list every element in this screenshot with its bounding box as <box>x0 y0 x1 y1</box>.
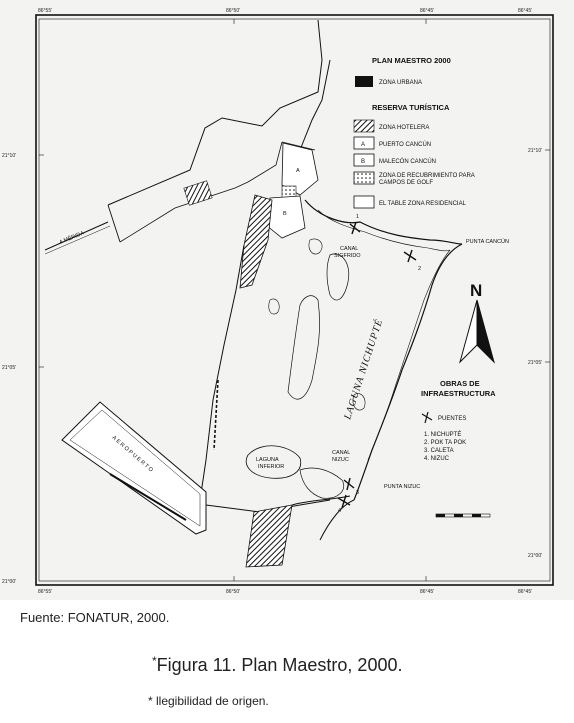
legend-residencial-swatch <box>353 195 375 209</box>
figure-caption: *Figura 11. Plan Maestro, 2000. <box>152 654 402 676</box>
lagoon-island-3 <box>308 238 323 255</box>
road-merida <box>44 221 109 251</box>
urban-boundary <box>107 19 323 206</box>
legend-malecon-label: MALECÓN CANCÚN <box>379 158 436 165</box>
coord-bottom-3: 86°45' <box>420 589 434 595</box>
puente-1: 1. NICHUPTÉ <box>424 431 461 438</box>
puente-3: 3. CALETA <box>424 448 454 454</box>
lagoon-island-5 <box>352 393 366 411</box>
road-merida-label: A MÉRIDA <box>58 229 85 245</box>
punta-nizuc-label: PUNTA NIZUC <box>384 484 420 490</box>
urban-hatched-block <box>183 180 213 206</box>
figure-title: Figura 11. Plan Maestro, 2000. <box>156 655 403 675</box>
legend-hotel-swatch <box>353 119 375 133</box>
canal-sigfrido-label-1: CANAL <box>340 246 358 252</box>
legend-malecon-swatch <box>353 153 375 167</box>
zone-b-label: B <box>283 211 287 217</box>
legend-hotel-label: ZONA HOTELERA <box>379 125 429 131</box>
source-caption: Fuente: FONATUR, 2000. <box>20 610 170 625</box>
scale-bar <box>435 513 491 518</box>
legend-puerto-label: PUERTO CANCÚN <box>379 141 431 148</box>
hotel-zone-island-inner <box>317 209 451 461</box>
map-frame-inner <box>38 18 551 582</box>
canal-nizuc-label-2: NIZUC <box>332 457 349 463</box>
figure-asterisk: * <box>152 654 157 668</box>
south-lagoon-bay <box>299 467 345 499</box>
puentes-symbol <box>421 411 433 424</box>
obras-title-1: OBRAS DE <box>440 379 480 388</box>
puente-2: 2. POK TA POK <box>424 440 466 446</box>
coord-top-1: 86°55' <box>38 8 52 14</box>
bridge-number-3: 3 <box>356 490 359 496</box>
coord-top-4: 86°45' <box>518 8 532 14</box>
runway <box>109 473 187 521</box>
airport-area <box>61 401 207 535</box>
laguna-nichupte-label: LAGUNA NICHUPTÉ <box>341 317 385 422</box>
coord-bottom-4: 86°45' <box>518 589 532 595</box>
road-merida-edge <box>44 225 111 255</box>
obras-title-2: INFRAESTRUCTURA <box>421 389 496 398</box>
coord-right-2: 21°05' <box>528 360 542 366</box>
legend-malecon-symbol: B <box>361 159 365 165</box>
north-coast <box>299 59 331 151</box>
bridge-number-2: 2 <box>418 266 421 272</box>
north-arrow: N <box>459 281 495 364</box>
laguna-inferior-outline <box>245 445 302 479</box>
coord-bottom-2: 86°50' <box>226 589 240 595</box>
coord-top-3: 86°45' <box>420 8 434 14</box>
zone-a-area <box>281 142 319 196</box>
north-label: N <box>470 281 482 300</box>
legend-puerto-swatch <box>353 136 375 150</box>
puentes-label: PUENTES <box>438 416 466 422</box>
legend-title: PLAN MAESTRO 2000 <box>372 56 451 65</box>
puente-4: 4. NIZUC <box>424 456 450 462</box>
coord-right-1: 21°10' <box>528 148 542 154</box>
coastal-highway <box>213 379 219 451</box>
legend-golf-swatch <box>353 171 375 185</box>
hotel-zone-west <box>239 194 273 289</box>
lagoon-island-1 <box>287 295 320 400</box>
legend-reserva-title: RESERVA TURÍSTICA <box>372 103 450 112</box>
master-plan-map: 86°55' 86°50' 86°45' 86°45' 86°55' 86°50… <box>2 8 554 595</box>
urban-boundary-inner <box>119 141 283 243</box>
legend-urban-swatch <box>355 76 373 87</box>
legend-urban-label: ZONA URBANA <box>379 80 422 86</box>
coord-left-3: 21°00' <box>2 579 16 585</box>
bridge-number-1: 1 <box>356 214 359 220</box>
sector-a-edge <box>281 141 316 151</box>
scanned-map-area <box>0 0 574 600</box>
lagoon-island-4 <box>268 298 280 315</box>
bridge-markers <box>337 221 417 509</box>
canal-sigfrido-label-2: SIGFRIDO <box>334 253 361 259</box>
legibility-note: * llegibilidad de origen. <box>148 694 269 708</box>
graticule-ticks <box>39 19 550 581</box>
laguna-inferior-label-1: LAGUNA <box>256 457 279 463</box>
coord-left-2: 21°05' <box>2 365 16 371</box>
map-frame-outer <box>35 14 554 586</box>
zone-a-label: A <box>296 168 300 174</box>
legend-residencial-label: EL TABLE ZONA RESIDENCIAL <box>379 201 467 207</box>
punta-cancun-label: PUNTA CANCÚN <box>466 238 509 245</box>
coord-right-3: 21°00' <box>528 553 542 559</box>
airport-inner <box>69 409 201 527</box>
lagoon-island-2 <box>326 253 350 301</box>
coord-bottom-1: 86°55' <box>38 589 52 595</box>
legend-puerto-symbol: A <box>361 142 365 148</box>
hotel-zone-south <box>245 504 293 568</box>
canal-nizuc-label-1: CANAL <box>332 450 350 456</box>
coord-left-1: 21°10' <box>2 153 16 159</box>
mainland-outline <box>199 244 331 513</box>
hotel-zone-island <box>304 199 463 501</box>
legend-golf-label: ZONA DE RECUBRIMIENTO PARA CAMPOS DE GOL… <box>379 173 476 186</box>
coord-top-2: 86°50' <box>226 8 240 14</box>
urban-boundary-west <box>107 204 121 243</box>
laguna-inferior-label-2: INFERIOR <box>258 464 284 470</box>
bridge-number-4: 4 <box>338 508 341 514</box>
